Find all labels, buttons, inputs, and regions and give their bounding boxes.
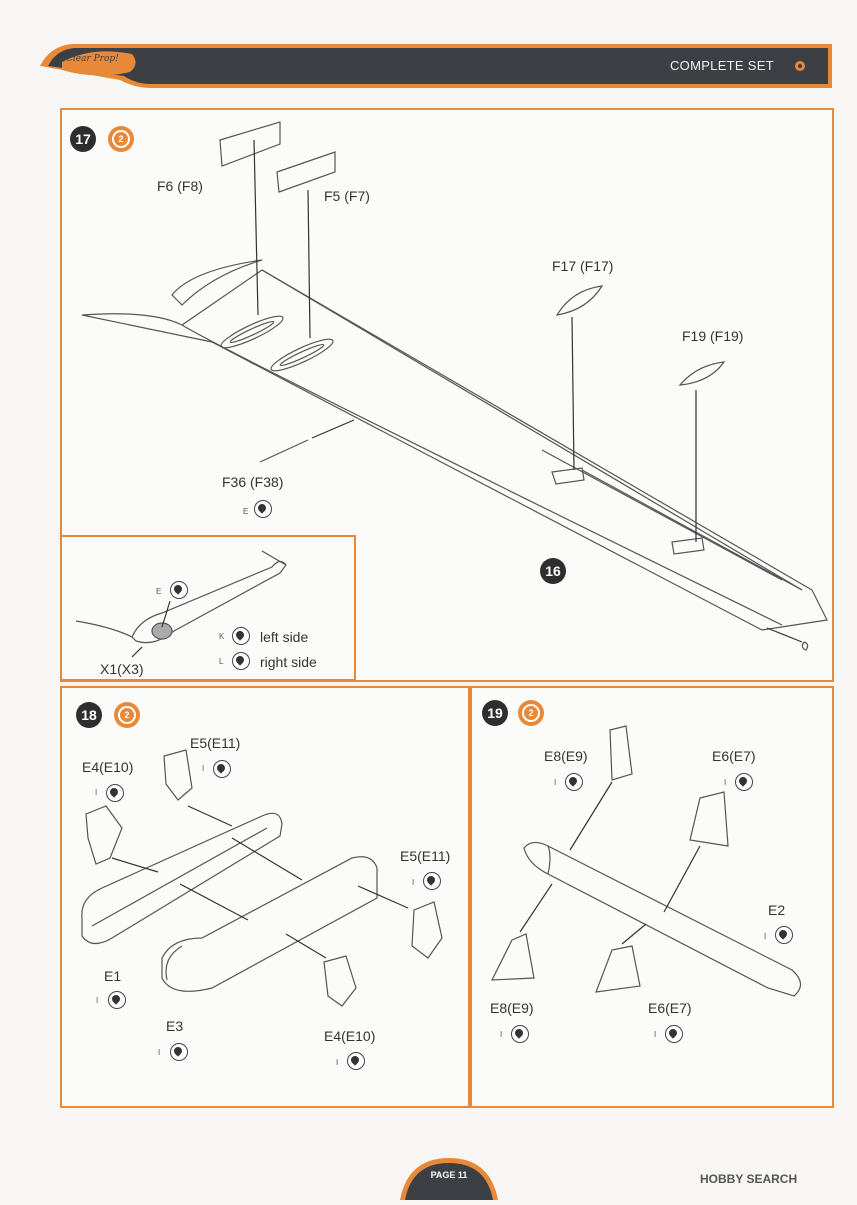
glue-code: E: [243, 507, 249, 516]
glue-icon: [347, 1052, 365, 1070]
glue-code: I: [554, 778, 557, 787]
glue-icon: [106, 784, 124, 802]
glue-icon: [254, 500, 272, 518]
glue-code: I: [202, 764, 205, 773]
part-label-f5: F5 (F7): [324, 188, 370, 204]
part-label-f17: F17 (F17): [552, 258, 614, 274]
watermark: HOBBY SEARCH: [700, 1172, 798, 1186]
glue-code-k: K: [219, 632, 225, 641]
glue-code: I: [96, 996, 99, 1005]
glue-code: I: [95, 788, 98, 797]
left-side-label: left side: [260, 629, 309, 645]
part-label-e2: E2: [768, 902, 786, 918]
glue-code-l: L: [219, 657, 224, 666]
step-number: 19: [482, 700, 508, 726]
glue-icon: [213, 760, 231, 778]
page-header: Clear Prop! COMPLETE SET: [40, 40, 832, 92]
two-times-icon: 2: [518, 700, 544, 726]
part-label-e6-top: E6(E7): [712, 748, 756, 764]
glue-code: I: [654, 1030, 657, 1039]
step-18-panel: 18 2 E5(E11) I E4(E10) I E5(E11) I E1 I …: [60, 686, 470, 1108]
part-label-e6-bottom: E6(E7): [648, 1000, 692, 1016]
page-number: PAGE 11: [430, 1170, 468, 1180]
glue-code: I: [336, 1058, 339, 1067]
step-19-panel: 19 2 E8(E9) I E6(E7) I E2 I E8(E9) I E6(…: [470, 686, 834, 1108]
glue-icon: [735, 773, 753, 791]
right-side-label: right side: [260, 654, 317, 670]
glue-icon: [665, 1025, 683, 1043]
bomb-rack-drawing: [81, 749, 443, 1007]
glue-code: I: [500, 1030, 503, 1039]
glue-code: I: [158, 1048, 161, 1057]
part-label-e3: E3: [166, 1018, 184, 1034]
step-number: 17: [70, 126, 96, 152]
two-times-icon: 2: [114, 702, 140, 728]
part-label-e4-top: E4(E10): [82, 759, 134, 775]
wing-drawing: [81, 121, 828, 651]
part-label-e8-top: E8(E9): [544, 748, 588, 764]
part-label-f19: F19 (F19): [682, 328, 744, 344]
glue-code: I: [724, 778, 727, 787]
two-times-icon: 2: [108, 126, 134, 152]
logo-text: Clear Prop!: [66, 54, 119, 64]
part-label-e5-right: E5(E11): [400, 848, 451, 864]
part-label-e1: E1: [104, 968, 122, 984]
drop-tank-drawing: [491, 725, 802, 997]
glue-icon: [511, 1025, 529, 1043]
glue-icon-right: [232, 652, 250, 670]
part-label-x1: X1(X3): [100, 661, 144, 677]
footer-tab: [400, 1158, 498, 1200]
part-label-e4-bottom: E4(E10): [324, 1028, 376, 1044]
glue-icon: [170, 1043, 188, 1061]
glue-icon: [775, 926, 793, 944]
part-label-f6: F6 (F8): [157, 178, 203, 194]
part-label-e8-bottom: E8(E9): [490, 1000, 534, 1016]
glue-icon: [108, 991, 126, 1009]
header-title: COMPLETE SET: [669, 58, 774, 73]
glue-icon: [423, 872, 441, 890]
step-17-inset: E K left side L right side X1(X3): [60, 535, 356, 681]
glue-icon-left: [232, 627, 250, 645]
glue-code: I: [412, 878, 415, 887]
part-label-e5-top: E5(E11): [190, 735, 241, 751]
header-banner: [40, 44, 832, 88]
glue-code-e: E: [156, 587, 162, 596]
reference-step-number: 16: [540, 558, 566, 584]
page-footer: PAGE 11: [400, 1152, 498, 1200]
part-label-f36: F36 (F38): [222, 474, 284, 490]
glue-code: I: [764, 932, 767, 941]
step-number: 18: [76, 702, 102, 728]
wing-tip-drawing: [75, 550, 287, 658]
glue-icon: [565, 773, 583, 791]
glue-icon: [170, 581, 188, 599]
